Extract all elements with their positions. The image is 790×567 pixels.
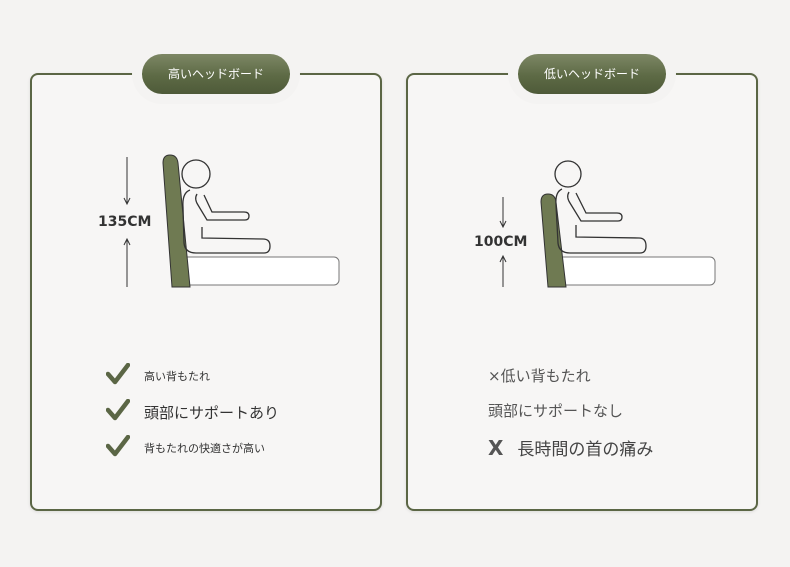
mattress-icon — [557, 256, 716, 286]
x-icon: X — [488, 435, 504, 460]
check-icon — [105, 434, 131, 461]
headboard-icon — [540, 193, 567, 288]
feature-item: 高い背もたれ — [105, 362, 210, 389]
feature-item: 頭部にサポートなし — [488, 400, 623, 421]
headboard-icon — [162, 154, 191, 288]
check-icon — [105, 362, 131, 389]
check-icon — [105, 398, 131, 425]
mattress-icon — [181, 256, 340, 286]
feature-text: 頭部にサポートなし — [488, 402, 624, 420]
high-headboard-title-pill: 高いヘッドボード — [142, 54, 291, 94]
low-headboard-illustration — [499, 160, 716, 288]
height-label: 100CM — [474, 234, 528, 250]
low-headboard-title-pill: 低いヘッドボード — [518, 54, 667, 94]
sleeping-person-icon — [181, 159, 271, 254]
low-headboard-panel: 低いヘッドボード 100CM ×低い背もたれ 頭部にサポートなし X 長時間の首… — [406, 54, 758, 511]
feature-text: 頭部にサポートあり — [144, 403, 280, 422]
height-label: 135CM — [98, 214, 152, 230]
feature-text: 高い背もたれ — [144, 370, 210, 383]
height-arrows — [499, 197, 507, 287]
feature-text: 背もたれの快適さが高い — [144, 442, 265, 455]
feature-item: 頭部にサポートあり — [105, 398, 280, 425]
negative-feature-text: 長時間の首の痛み — [517, 440, 654, 460]
sleeping-person-icon — [554, 160, 647, 254]
high-headboard-panel: 高いヘッドボード 135CM 高い背もたれ 頭部にサポートあり — [30, 54, 382, 511]
high-headboard-illustration — [123, 154, 340, 288]
feature-item: 背もたれの快適さが高い — [105, 434, 265, 461]
height-arrows — [123, 157, 131, 287]
feature-item: ×低い背もたれ — [488, 365, 591, 386]
feature-text: ×低い背もたれ — [488, 367, 591, 385]
feature-item: X 長時間の首の痛み — [488, 435, 654, 461]
